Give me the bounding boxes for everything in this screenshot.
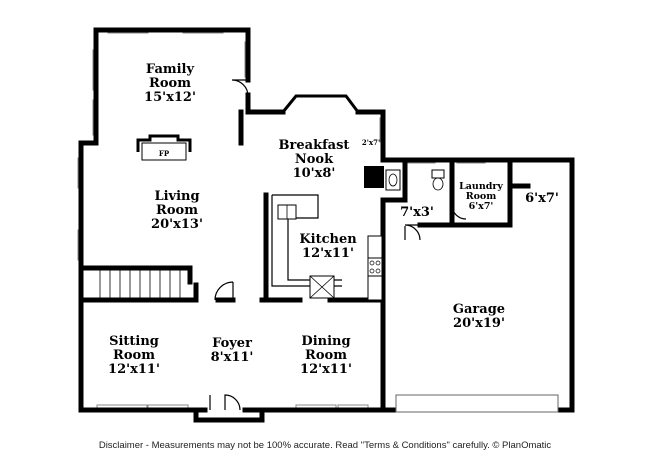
room-laundry: Laundry Room 6'x7' [459, 181, 503, 212]
disclaimer-text: Disclaimer - Measurements may not be 100… [99, 440, 552, 451]
room-living-dim: 20'x13' [151, 217, 203, 232]
fixtures [99, 134, 445, 301]
room-sitting-name2: Room [113, 348, 155, 363]
room-breakfast: Breakfast Nook 10'x8' [279, 138, 350, 181]
room-breakfast-name: Breakfast [279, 138, 350, 153]
garage-door [395, 394, 559, 413]
walls [78, 27, 575, 423]
room-kitchen-dim: 12'x11' [302, 246, 354, 261]
room-garage-dim: 20'x19' [453, 316, 505, 331]
room-kitchen: Kitchen 12'x11' [299, 232, 357, 261]
doors [209, 79, 467, 411]
room-dining-name2: Room [305, 348, 347, 363]
room-sitting: Sitting Room 12'x11' [108, 334, 160, 377]
room-breakfast-dim: 10'x8' [293, 166, 336, 181]
room-foyer-dim: 8'x11' [211, 350, 254, 365]
room-family-name: Family [146, 62, 195, 77]
room-foyer: Foyer 8'x11' [211, 336, 254, 365]
room-living-name: Living [154, 189, 199, 204]
room-dining: Dining Room 12'x11' [300, 334, 352, 377]
fireplace-label: FP [159, 149, 170, 158]
room-family-dim: 15'x12' [144, 90, 196, 105]
room-dining-dim: 12'x11' [300, 362, 352, 377]
room-bath-dim: 7'x3' [400, 205, 434, 220]
room-laundry-name: Laundry [459, 181, 503, 192]
room-garage-name: Garage [453, 302, 505, 317]
room-family: Family Room 15'x12' [144, 62, 196, 105]
room-sitting-dim: 12'x11' [108, 362, 160, 377]
room-living-name2: Room [156, 203, 198, 218]
room-foyer-name: Foyer [212, 336, 252, 351]
room-nook-bay-dim: 2'x7' [362, 138, 380, 147]
room-laundry-dim: 6'x7' [469, 201, 494, 212]
room-laundry-name2: Room [466, 191, 497, 202]
room-dining-name: Dining [301, 334, 350, 349]
room-storage-dim: 6'x7' [525, 191, 559, 206]
room-garage: Garage 20'x19' [453, 302, 505, 331]
room-family-name2: Room [149, 76, 191, 91]
room-sitting-name: Sitting [109, 334, 159, 349]
room-breakfast-name2: Nook [295, 152, 334, 167]
room-kitchen-name: Kitchen [299, 232, 357, 247]
room-living: Living Room 20'x13' [151, 189, 203, 232]
